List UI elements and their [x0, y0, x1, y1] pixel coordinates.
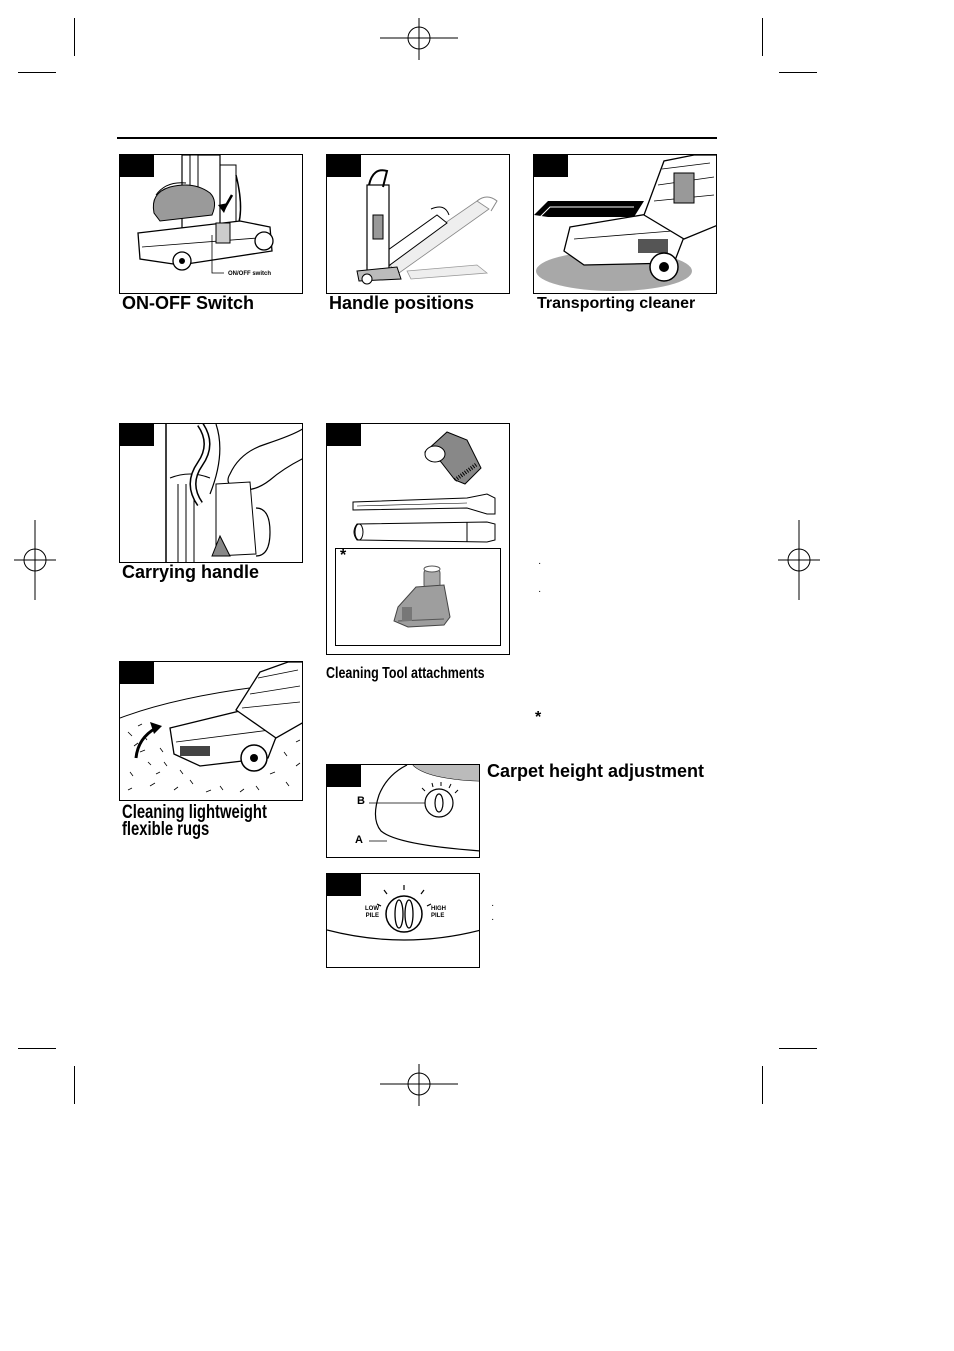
- on-off-switch-label: ON/OFF switch: [228, 271, 272, 277]
- heading-handle-positions: Handle positions: [329, 293, 475, 313]
- high-pile-label: HIGH PILE: [431, 906, 446, 919]
- figure-cleaning-rugs: [119, 661, 303, 801]
- figure-handle-positions: [326, 154, 510, 294]
- figure-number-tab: [327, 424, 361, 446]
- bullet-dot: ·: [538, 558, 542, 569]
- heading-rugs-line2: flexible rugs: [122, 819, 210, 840]
- figure-carrying-handle: [119, 423, 303, 563]
- figure-number-tab: [534, 155, 568, 177]
- handle-positions-illustration: [356, 169, 498, 285]
- figure-number-tab: [120, 662, 154, 684]
- crop-mark: [762, 1066, 763, 1104]
- figure-cleaning-tool-attachments: *: [326, 423, 510, 655]
- rug-cleaning-illustration: [120, 662, 302, 793]
- vacuum-foot-illustration: [137, 155, 274, 274]
- heading-transporting-cleaner: Transporting cleaner: [537, 295, 696, 312]
- figure-transporting-cleaner: [533, 154, 717, 294]
- figure-number-tab: [327, 765, 361, 787]
- crop-mark: [74, 18, 75, 56]
- heading-rugs-line1: Cleaning lightweight: [122, 802, 267, 823]
- accessory-inset-box: *: [335, 547, 501, 646]
- asterisk-mark: *: [340, 547, 347, 564]
- crop-mark: [762, 18, 763, 56]
- crop-mark: [74, 1066, 75, 1104]
- height-knob-location-illustration: [369, 765, 479, 852]
- crop-mark: [779, 72, 817, 73]
- registration-mark-right: [778, 520, 820, 600]
- crop-mark: [18, 1048, 56, 1049]
- registration-mark-top: [380, 18, 458, 60]
- asterisk-note-mark: *: [535, 709, 542, 726]
- figure-carpet-height-ab: B A: [326, 764, 480, 858]
- heading-carrying-handle: Carrying handle: [122, 562, 260, 582]
- bullet-dot: ·: [538, 586, 542, 597]
- figure-number-tab: [120, 155, 154, 177]
- low-pile-label: LOW PILE: [365, 906, 379, 919]
- pile-knob-illustration: [327, 885, 479, 941]
- figure-pile-knob: LOW PILE HIGH PILE: [326, 873, 480, 968]
- carrying-handle-illustration: [165, 424, 302, 562]
- top-rule: [117, 137, 717, 139]
- registration-mark-bottom: [380, 1064, 458, 1106]
- figure-number-tab: [120, 424, 154, 446]
- figure-number-tab: [327, 155, 361, 177]
- heading-on-off-switch: ON-OFF Switch: [122, 293, 254, 313]
- label-b: B: [357, 795, 365, 807]
- heading-cleaning-tool-attachments: Cleaning Tool attachments: [326, 665, 485, 682]
- transporting-illustration: [534, 155, 716, 291]
- heading-carpet-height-adjustment: Carpet height adjustment: [487, 761, 705, 781]
- attachments-illustration: [352, 431, 496, 543]
- bullet-dot: ·: [491, 914, 495, 925]
- label-a: A: [355, 834, 363, 846]
- crop-mark: [779, 1048, 817, 1049]
- registration-mark-left: [14, 520, 56, 600]
- figure-number-tab: [327, 874, 361, 896]
- figure-on-off-switch: ON/OFF switch: [119, 154, 303, 294]
- turbo-tool-illustration: [393, 565, 451, 628]
- crop-mark: [18, 72, 56, 73]
- bullet-dot: ·: [491, 900, 495, 911]
